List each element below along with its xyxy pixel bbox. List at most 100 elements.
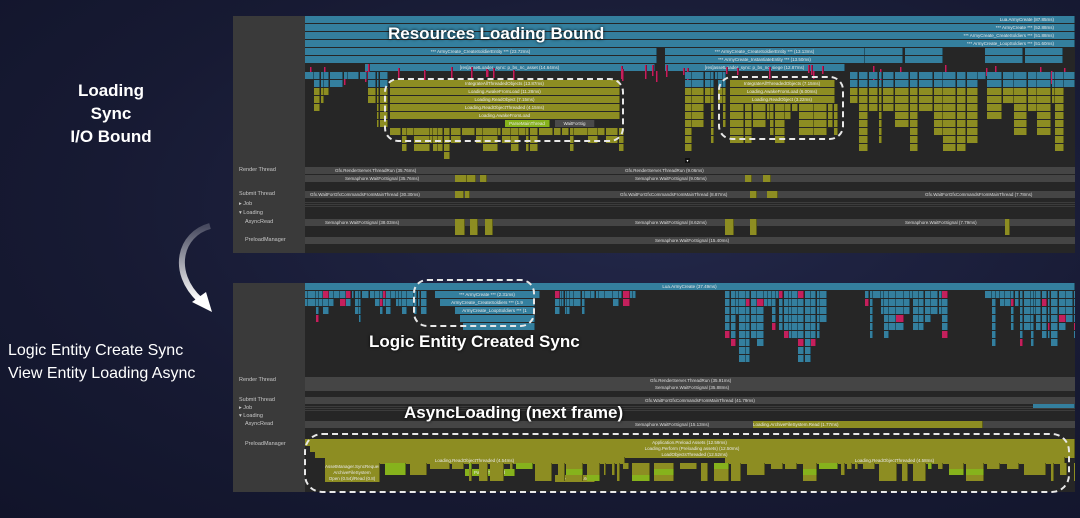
flame-block[interactable] <box>465 191 470 198</box>
flame-block[interactable] <box>443 136 451 143</box>
flame-block[interactable] <box>555 299 560 306</box>
flame-block[interactable] <box>318 299 323 306</box>
flame-block[interactable] <box>865 48 903 55</box>
flame-block[interactable] <box>924 299 931 306</box>
flame-block[interactable] <box>1055 104 1064 111</box>
flame-block[interactable] <box>1034 307 1037 314</box>
flame-block[interactable] <box>318 291 323 298</box>
flame-block[interactable] <box>323 66 326 76</box>
flame-block[interactable] <box>736 67 739 76</box>
flame-block[interactable] <box>956 88 967 95</box>
flame-block[interactable] <box>1031 315 1034 322</box>
flame-block[interactable] <box>1031 299 1034 306</box>
flame-block[interactable] <box>884 299 889 306</box>
flame-block[interactable] <box>701 469 709 475</box>
flame-block[interactable] <box>833 120 838 127</box>
flame-block[interactable] <box>501 136 511 143</box>
flame-block[interactable] <box>792 315 798 322</box>
flame-block[interactable] <box>731 463 741 469</box>
flame-block[interactable] <box>850 88 859 95</box>
flame-block[interactable] <box>956 120 967 127</box>
flame-block[interactable] <box>1024 463 1046 469</box>
flame-block[interactable] <box>711 80 715 87</box>
flame-block[interactable] <box>714 463 730 469</box>
flame-block[interactable] <box>768 291 772 298</box>
flame-block[interactable] <box>725 291 731 298</box>
submit-thread-row[interactable]: Gfx.WaitForGfxCommandsFromMainThread (30… <box>305 191 1075 198</box>
flame-block[interactable] <box>1014 88 1027 95</box>
flame-block[interactable] <box>534 475 553 481</box>
flame-block[interactable] <box>340 291 347 298</box>
flame-block[interactable] <box>933 72 943 79</box>
flame-block[interactable] <box>534 469 553 475</box>
flame-block[interactable] <box>581 291 585 298</box>
flame-block[interactable] <box>630 291 634 298</box>
flame-block[interactable] <box>966 128 978 135</box>
flame-block[interactable] <box>956 128 967 135</box>
flame-block[interactable] <box>1066 315 1074 322</box>
flame-block[interactable] <box>567 299 570 306</box>
flame-block[interactable] <box>901 463 909 469</box>
flame-block[interactable] <box>858 120 869 127</box>
flame-block[interactable] <box>574 299 582 306</box>
flame-block[interactable] <box>941 331 949 338</box>
flame-block[interactable] <box>701 463 709 469</box>
flame-block[interactable] <box>894 120 910 127</box>
flame-block[interactable] <box>850 72 859 79</box>
flame-block[interactable] <box>701 475 709 481</box>
flame-block[interactable] <box>526 144 530 151</box>
flame-block[interactable] <box>1019 307 1024 314</box>
flame-block[interactable] <box>910 291 913 298</box>
flame-block[interactable] <box>779 315 784 322</box>
flame-sample[interactable]: *** ArmyCreate_CreateSoldiers *** (51.88… <box>305 32 1075 39</box>
flame-block[interactable] <box>814 128 828 135</box>
flame-sample[interactable]: Open (0.54)/Read (0.8) <box>325 475 380 482</box>
flame-block[interactable] <box>1066 291 1074 298</box>
flame-block[interactable] <box>878 104 883 111</box>
flame-block[interactable] <box>367 80 377 87</box>
flame-block[interactable] <box>913 469 927 475</box>
flame-block[interactable] <box>941 315 949 322</box>
flame-block[interactable] <box>314 96 321 103</box>
flame-block[interactable] <box>858 96 869 103</box>
flame-block[interactable] <box>966 120 978 127</box>
flame-block[interactable] <box>858 136 869 143</box>
flame-block[interactable] <box>882 88 895 95</box>
flame-block[interactable] <box>402 307 407 314</box>
preloadmanager-row[interactable]: Semaphore.WaitForSignal (15.40ms) <box>305 237 1075 244</box>
flame-block[interactable] <box>1041 323 1048 330</box>
flame-block[interactable] <box>757 331 764 338</box>
flame-block[interactable] <box>816 291 820 298</box>
flame-block[interactable] <box>567 307 570 314</box>
flame-block[interactable] <box>385 469 406 475</box>
flame-block[interactable] <box>788 315 792 322</box>
flame-block[interactable] <box>1014 72 1027 79</box>
flame-block[interactable] <box>985 56 1023 63</box>
flame-block[interactable] <box>603 469 607 475</box>
flame-block[interactable] <box>943 136 957 143</box>
flame-block[interactable] <box>804 315 811 322</box>
flame-block[interactable] <box>985 67 988 76</box>
flame-block[interactable] <box>704 80 711 87</box>
asyncread-read-block[interactable]: Loading.ArchiveFileSystem.Read (1.77ms) <box>753 421 983 428</box>
flame-block[interactable] <box>1047 331 1051 338</box>
flame-block[interactable] <box>323 299 329 306</box>
flame-block[interactable] <box>359 299 362 306</box>
flame-sample[interactable]: Loading.ReadObjectThreaded (4.15ms) <box>390 104 620 111</box>
flame-block[interactable] <box>451 463 465 469</box>
flame-block[interactable] <box>739 299 747 306</box>
flame-block[interactable] <box>1027 96 1037 103</box>
flame-block[interactable] <box>966 104 978 111</box>
flame-block[interactable] <box>820 299 827 306</box>
flame-block[interactable] <box>581 299 585 306</box>
flame-block[interactable] <box>804 331 811 338</box>
flame-block[interactable] <box>868 80 879 87</box>
flame-block[interactable] <box>1019 299 1024 306</box>
flame-block[interactable] <box>736 307 740 314</box>
flame-block[interactable] <box>1041 331 1048 338</box>
flame-block[interactable] <box>1073 315 1075 322</box>
flame-block[interactable] <box>324 88 330 95</box>
flame-block[interactable] <box>685 136 692 143</box>
flame-block[interactable] <box>1037 72 1052 79</box>
flame-block[interactable] <box>1060 463 1068 469</box>
